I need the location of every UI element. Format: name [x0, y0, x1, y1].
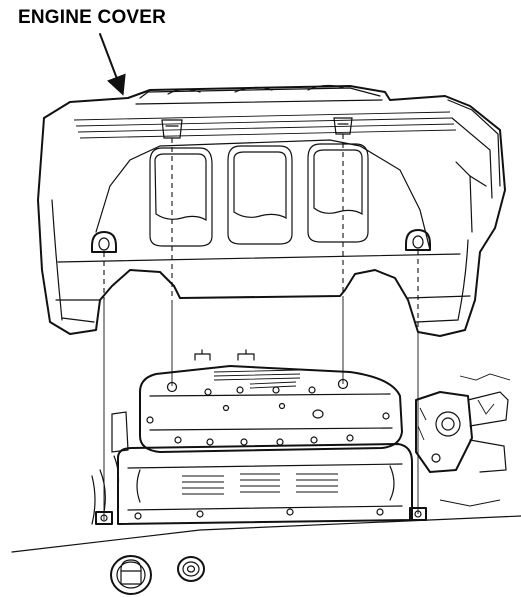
engine-cover-label: ENGINE COVER [18, 7, 167, 28]
grommet-left-icon [91, 231, 117, 253]
plenum-bolts [146, 378, 390, 446]
engine-assembly [11, 349, 521, 553]
grommet-right-icon [405, 229, 431, 251]
cover-post-right-icon [333, 117, 353, 135]
oil-filler-cap-icon [110, 555, 152, 595]
arrow-down-right-icon [99, 33, 126, 96]
engine-cover [37, 84, 506, 337]
cover-post-left-icon [161, 119, 183, 139]
dipstick-plug-icon [177, 556, 205, 582]
alignment-lines [103, 134, 419, 520]
